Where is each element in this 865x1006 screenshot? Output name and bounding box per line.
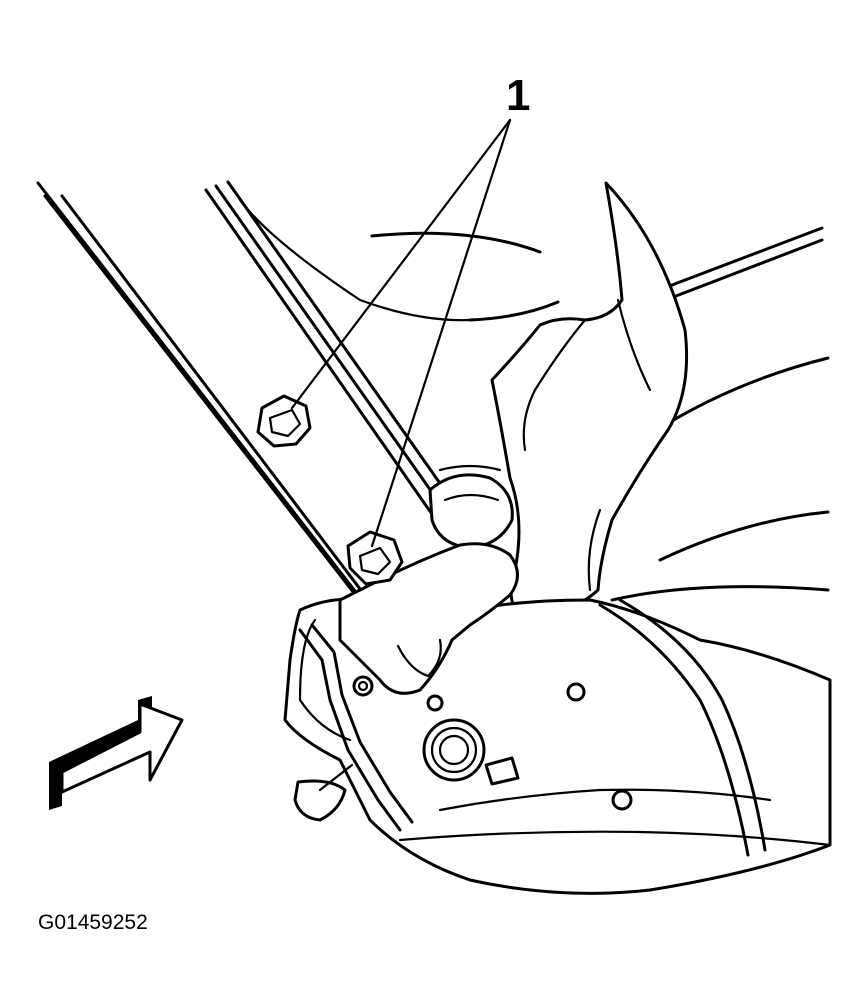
latch-cable — [293, 623, 414, 832]
housing-tab — [484, 756, 520, 786]
housing-hole — [426, 694, 444, 712]
callout-leader — [370, 118, 512, 548]
latch-grommet — [422, 718, 486, 782]
housing-hole — [566, 682, 586, 702]
callout-leader — [290, 118, 512, 410]
housing-hole — [611, 789, 633, 811]
housing-screw — [352, 675, 374, 697]
figure-code: G01459252 — [38, 911, 148, 934]
bolt-icon — [346, 530, 404, 586]
frame-rail-left — [36, 181, 384, 622]
direction-arrow-icon — [49, 696, 184, 810]
bolt-icon — [256, 394, 312, 448]
frame-rail-right — [204, 180, 472, 542]
callout-number: 1 — [506, 71, 530, 120]
hinge-pivot — [428, 464, 514, 550]
